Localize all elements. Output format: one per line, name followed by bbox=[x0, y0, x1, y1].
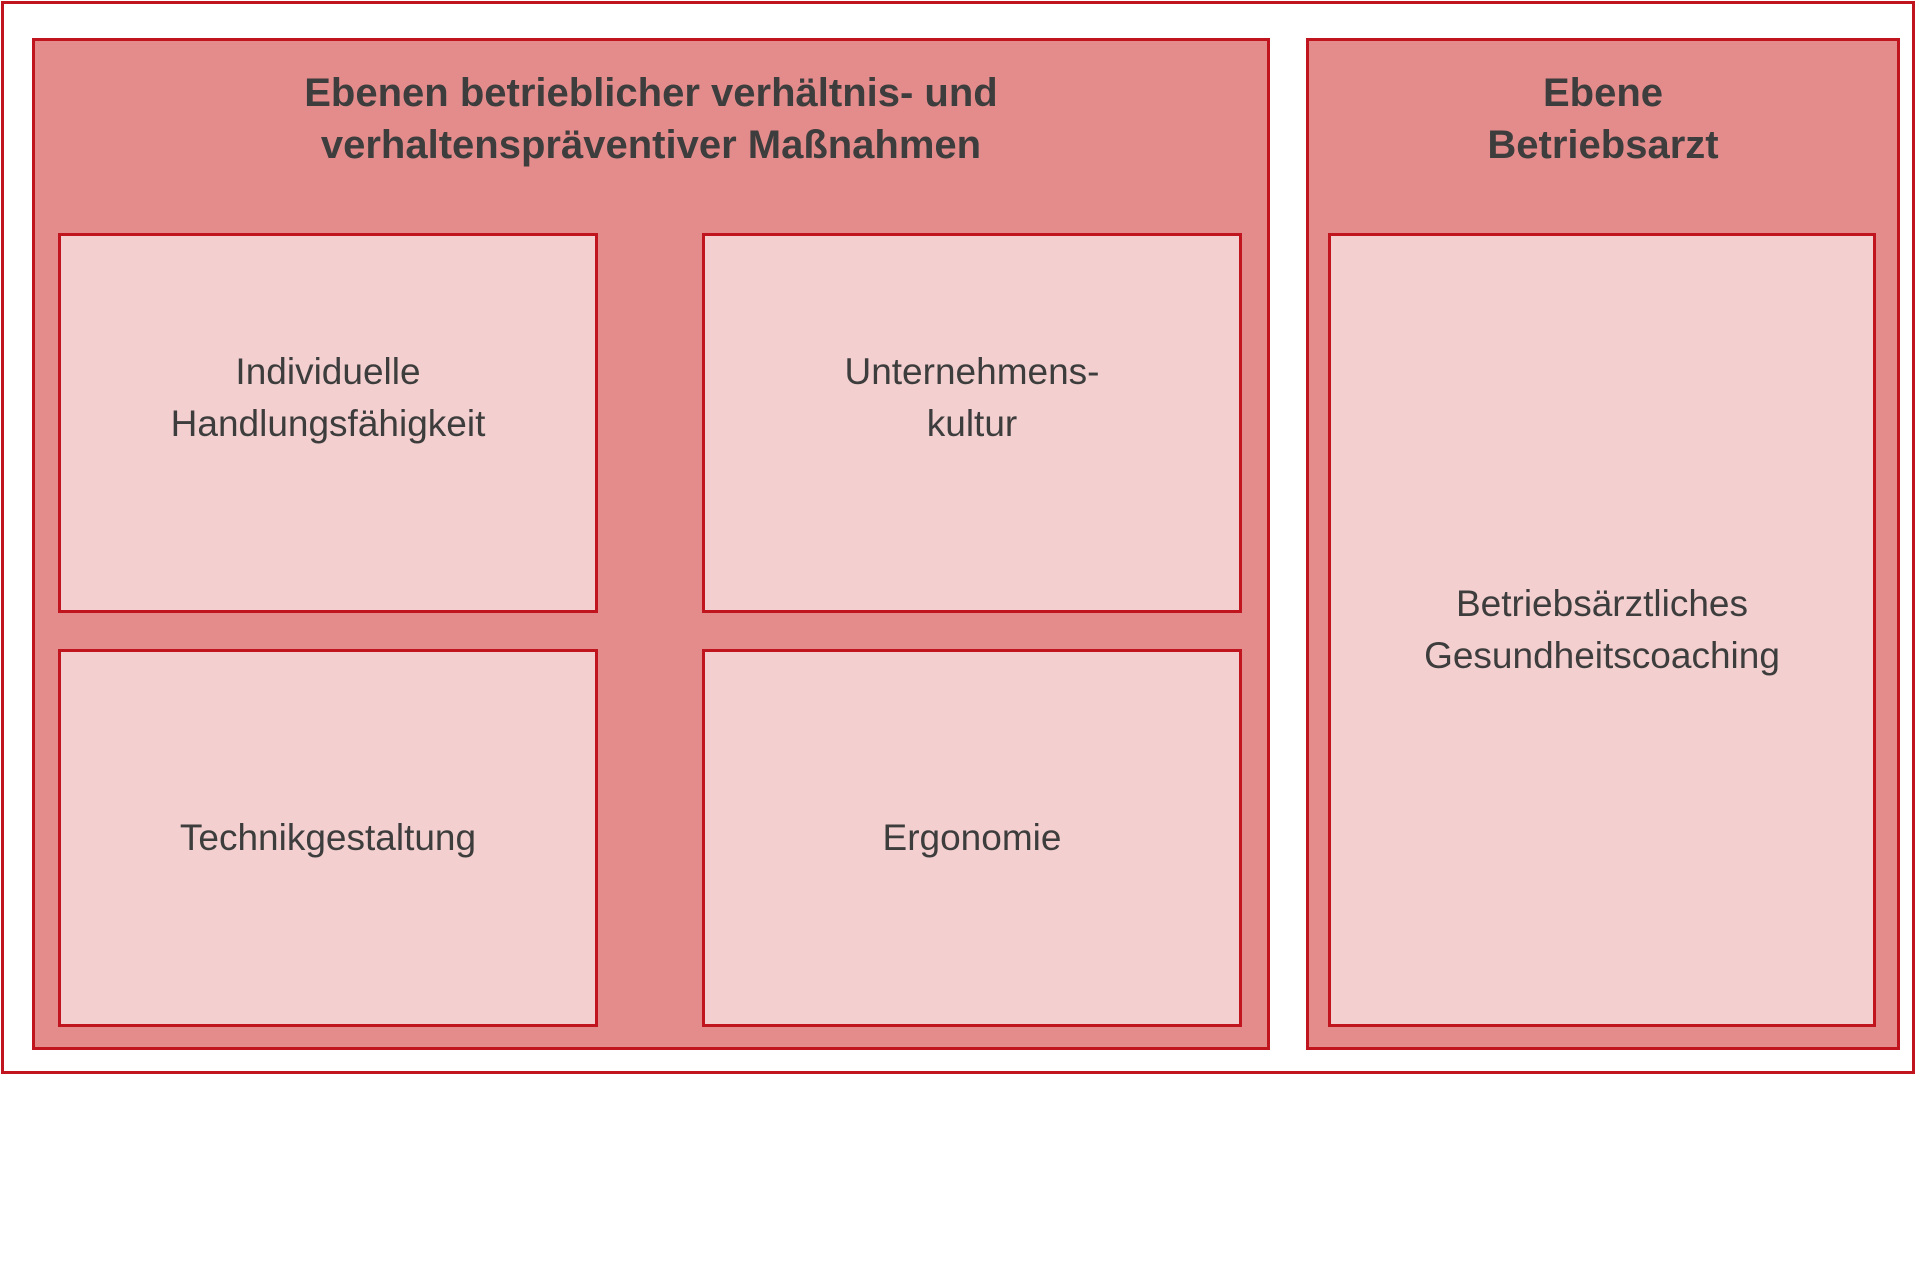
box-individual-capacity-line1: Individuelle bbox=[235, 351, 421, 392]
panel-company-measures-title: Ebenen betrieblicher verhältnis- und ver… bbox=[35, 67, 1267, 171]
box-ergonomics-label: Ergonomie bbox=[883, 812, 1062, 864]
box-corporate-culture-label: Unternehmens- kultur bbox=[844, 346, 1099, 450]
box-corporate-culture: Unternehmens- kultur bbox=[702, 233, 1242, 613]
panel-company-doctor-title-line2: Betriebsarzt bbox=[1487, 123, 1719, 167]
panel-company-doctor-title: Ebene Betriebsarzt bbox=[1309, 67, 1897, 171]
box-health-coaching: Betriebsärztliches Gesundheitscoaching bbox=[1328, 233, 1876, 1027]
box-ergonomics: Ergonomie bbox=[702, 649, 1242, 1027]
box-ergonomics-line1: Ergonomie bbox=[882, 817, 1062, 858]
box-individual-capacity-label: Individuelle Handlungsfähigkeit bbox=[171, 346, 486, 450]
box-individual-capacity-line2: Handlungsfähigkeit bbox=[170, 403, 486, 444]
box-individual-capacity: Individuelle Handlungsfähigkeit bbox=[58, 233, 598, 613]
box-corporate-culture-line1: Unternehmens- bbox=[844, 351, 1100, 392]
panel-company-measures-title-line2: verhaltenspräventiver Maßnahmen bbox=[320, 123, 982, 167]
box-health-coaching-line2: Gesundheitscoaching bbox=[1424, 635, 1780, 676]
box-health-coaching-line1: Betriebsärztliches bbox=[1455, 583, 1748, 624]
box-health-coaching-label: Betriebsärztliches Gesundheitscoaching bbox=[1424, 578, 1780, 682]
box-technology-design: Technikgestaltung bbox=[58, 649, 598, 1027]
box-technology-design-line1: Technikgestaltung bbox=[179, 817, 477, 858]
box-technology-design-label: Technikgestaltung bbox=[180, 812, 476, 864]
diagram-frame: Ebenen betrieblicher verhältnis- und ver… bbox=[1, 1, 1915, 1074]
panel-company-measures-title-line1: Ebenen betrieblicher verhältnis- und bbox=[304, 71, 998, 115]
box-corporate-culture-line2: kultur bbox=[926, 403, 1018, 444]
panel-company-doctor-title-line1: Ebene bbox=[1542, 71, 1664, 115]
